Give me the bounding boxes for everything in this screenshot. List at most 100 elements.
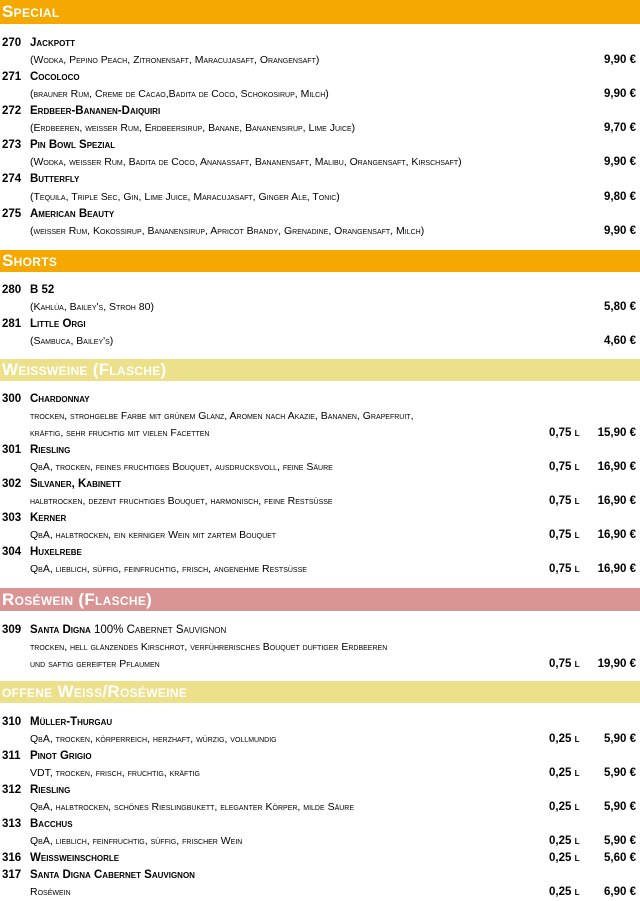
item-price: 9,70 € bbox=[604, 122, 636, 134]
item-detail-row: QbA, trocken, körperreich, herzhaft, wür… bbox=[0, 731, 640, 748]
item-number: 281 bbox=[2, 318, 22, 330]
item-name: Pin Bowl Spezial bbox=[30, 139, 116, 151]
item-number: 271 bbox=[2, 71, 22, 83]
item-detail-row: (brauner Rum, Creme de Cacao,Badita de C… bbox=[0, 86, 640, 103]
item-description: halbtrocken, dezent fruchtiges Bouquet, … bbox=[30, 495, 333, 507]
menu-item: 271 Cocoloco bbox=[0, 69, 640, 86]
item-description: (Wodka, weißer Rum, Badita de Coco, Anan… bbox=[30, 156, 462, 168]
item-name: Jackpott bbox=[30, 37, 76, 49]
item-description: trocken, strohgelbe Farbe mit grünem Gla… bbox=[30, 410, 414, 422]
item-volume: 0,25 l bbox=[549, 801, 580, 813]
item-price: 19,90 € bbox=[597, 658, 636, 670]
item-description: QbA, trocken, körperreich, herzhaft, wür… bbox=[30, 733, 277, 745]
menu-item: 275 American Beauty bbox=[0, 206, 640, 223]
item-detail-row: (Erdbeeren, weißer Rum, Erdbeersirup, Ba… bbox=[0, 120, 640, 137]
item-price: 5,60 € bbox=[604, 852, 636, 864]
item-description: (Sambuca, Bailey's) bbox=[30, 335, 114, 347]
item-name: Erdbeer-Bananen-Daiquiri bbox=[30, 105, 161, 117]
item-description: Roséwein bbox=[30, 886, 71, 898]
item-name: Silvaner, Kabinett bbox=[30, 478, 121, 490]
item-description: (Erdbeeren, weißer Rum, Erdbeersirup, Ba… bbox=[30, 122, 356, 134]
item-name: Pinot Grigio bbox=[30, 750, 92, 762]
item-name: Huxelrebe bbox=[30, 546, 82, 558]
item-description: kräftig, sehr fruchtig mit vielen Facett… bbox=[30, 427, 210, 439]
item-name: Bacchus bbox=[30, 818, 73, 830]
menu-item: 313 Bacchus bbox=[0, 816, 640, 833]
item-detail-row: trocken, strohgelbe Farbe mit grünem Gla… bbox=[0, 408, 640, 425]
item-volume: 0,25 l bbox=[549, 886, 580, 898]
item-number: 275 bbox=[2, 208, 22, 220]
item-price: 16,90 € bbox=[597, 461, 636, 473]
item-detail-row: (Tequila, Triple Sec, Gin, Lime Juice, M… bbox=[0, 189, 640, 206]
item-detail-row: (Wodka, Pepino Peach, Zitronensaft, Mara… bbox=[0, 52, 640, 69]
section-header-shorts: Shorts bbox=[0, 250, 640, 272]
item-price: 15,90 € bbox=[597, 427, 636, 439]
section-header-offene: offene Weiss/Roséweine bbox=[0, 681, 640, 703]
item-description: QbA, trocken, feines fruchtiges Bouquet,… bbox=[30, 461, 333, 473]
item-price: 5,90 € bbox=[604, 733, 636, 745]
item-detail-row: QbA, trocken, feines fruchtiges Bouquet,… bbox=[0, 459, 640, 476]
section-title: offene Weiss/Roséweine bbox=[2, 682, 188, 701]
section-header-special: Special bbox=[0, 0, 640, 24]
item-name: Little Orgi bbox=[30, 318, 86, 330]
menu-item: 270 Jackpott bbox=[0, 35, 640, 52]
item-description: QbA, lieblich, feinfruchtig, süffig, fri… bbox=[30, 835, 243, 847]
item-number: 274 bbox=[2, 173, 22, 185]
item-volume: 0,25 l bbox=[549, 835, 580, 847]
item-number: 310 bbox=[2, 716, 22, 728]
item-volume: 0,75 l bbox=[549, 563, 580, 575]
item-name: Kerner bbox=[30, 512, 67, 524]
item-volume: 0,25 l bbox=[549, 733, 580, 745]
item-volume: 0,75 l bbox=[549, 529, 580, 541]
item-detail-row: VDT, trocken, frisch, fruchtig, kräftig … bbox=[0, 765, 640, 782]
item-number: 270 bbox=[2, 37, 22, 49]
menu-item: 317 Santa Digna Cabernet Sauvignon bbox=[0, 867, 640, 884]
item-price: 9,80 € bbox=[604, 191, 636, 203]
menu-item: 281 Little Orgi bbox=[0, 316, 640, 333]
menu-item: 302 Silvaner, Kabinett bbox=[0, 476, 640, 493]
item-number: 317 bbox=[2, 869, 22, 881]
item-detail-row: QbA, halbtrocken, schönes Rieslingbukett… bbox=[0, 799, 640, 816]
item-description: VDT, trocken, frisch, fruchtig, kräftig bbox=[30, 767, 200, 779]
item-price: 5,90 € bbox=[604, 767, 636, 779]
menu-item: 273 Pin Bowl Spezial bbox=[0, 137, 640, 154]
item-detail-row: halbtrocken, dezent fruchtiges Bouquet, … bbox=[0, 493, 640, 510]
item-description: (Tequila, Triple Sec, Gin, Lime Juice, M… bbox=[30, 191, 340, 203]
menu-item: 310 Müller-Thurgau bbox=[0, 714, 640, 731]
item-number: 304 bbox=[2, 546, 22, 558]
section-title: Shorts bbox=[2, 251, 58, 270]
section-header-rosewein: Roséwein (Flasche) bbox=[0, 588, 640, 611]
item-detail-row: (Sambuca, Bailey's) 4,60 € bbox=[0, 333, 640, 350]
item-description: QbA, lieblich, süffig, feinfruchtig, fri… bbox=[30, 563, 307, 575]
item-price: 5,90 € bbox=[604, 801, 636, 813]
item-number: 301 bbox=[2, 444, 22, 456]
item-volume: 0,75 l bbox=[549, 461, 580, 473]
section-header-weissweine: Weissweine (Flasche) bbox=[0, 359, 640, 381]
item-name: Riesling bbox=[30, 444, 71, 456]
section-title: Roséwein (Flasche) bbox=[2, 589, 153, 609]
item-price: 6,90 € bbox=[604, 886, 636, 898]
item-price: 16,90 € bbox=[597, 495, 636, 507]
item-name: Santa Digna Cabernet Sauvignon bbox=[30, 869, 195, 881]
item-price: 5,90 € bbox=[604, 835, 636, 847]
item-name-extra: 100% Cabernet Sauvignon bbox=[90, 624, 227, 636]
menu-item: 304 Huxelrebe bbox=[0, 544, 640, 561]
item-number: 302 bbox=[2, 478, 22, 490]
menu-item: 316 Weissweinschorle 0,25 l 5,60 € bbox=[0, 850, 640, 867]
item-detail-row: und saftig gereifter Pflaumen 0,75 l 19,… bbox=[0, 656, 640, 673]
item-price: 9,90 € bbox=[604, 225, 636, 237]
item-name: Weissweinschorle bbox=[30, 852, 120, 864]
item-detail-row: QbA, lieblich, feinfruchtig, süffig, fri… bbox=[0, 833, 640, 850]
item-description: (weißer Rum, Kokossirup, Bananensirup, A… bbox=[30, 225, 425, 237]
item-price: 4,60 € bbox=[604, 335, 636, 347]
item-number: 272 bbox=[2, 105, 22, 117]
item-name: Santa Digna 100% Cabernet Sauvignon bbox=[30, 622, 226, 639]
item-price: 9,90 € bbox=[604, 156, 636, 168]
menu-item: 274 Butterfly bbox=[0, 171, 640, 188]
item-volume: 0,25 l bbox=[549, 767, 580, 779]
item-name: Cocoloco bbox=[30, 71, 80, 83]
item-number: 273 bbox=[2, 139, 22, 151]
item-name: Butterfly bbox=[30, 173, 80, 185]
item-description: QbA, halbtrocken, schönes Rieslingbukett… bbox=[30, 801, 355, 813]
